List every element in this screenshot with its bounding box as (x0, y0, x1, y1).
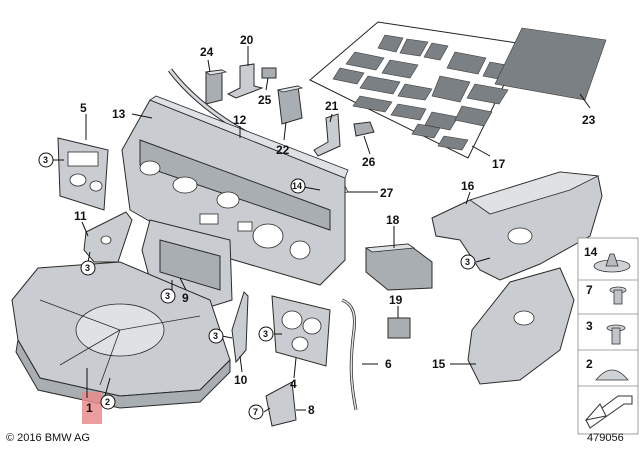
insulation-mat-set[interactable] (309, 21, 525, 159)
panel-5[interactable] (57, 137, 109, 211)
circle-callout-2: 2 (105, 397, 110, 407)
callout-17: 17 (492, 157, 506, 171)
callout-18: 18 (386, 213, 400, 227)
legend-label-2: 2 (586, 357, 593, 371)
cable-6[interactable] (341, 298, 358, 411)
circle-callout-3b: 3 (85, 263, 90, 273)
callout-12: 12 (233, 113, 247, 127)
callout-27: 27 (380, 186, 394, 200)
copyright-notice: © 2016 BMW AG (6, 432, 90, 444)
insulation-15[interactable] (467, 267, 575, 385)
callout-21: 21 (325, 99, 339, 113)
callout-6: 6 (385, 357, 392, 371)
callout-25: 25 (258, 93, 272, 107)
part-number-callouts: 1 4 5 6 8 9 10 11 12 13 15 16 17 18 19 2… (74, 33, 596, 417)
circle-callout-7: 7 (253, 407, 258, 417)
circle-callout-3c: 3 (165, 291, 170, 301)
diagram-id: 479056 (587, 432, 624, 444)
floor-insulation-1[interactable] (11, 261, 231, 409)
callout-20: 20 (240, 33, 254, 47)
circle-callout-14: 14 (292, 181, 302, 191)
callout-11: 11 (74, 209, 87, 223)
insulation-18[interactable] (364, 243, 433, 291)
floor-mat[interactable] (494, 27, 607, 101)
fastener-legend: 14 7 3 2 (577, 237, 639, 435)
callout-16: 16 (461, 179, 475, 193)
pad-26[interactable] (353, 121, 375, 137)
callout-19: 19 (389, 293, 403, 307)
callout-8: 8 (308, 403, 315, 417)
bracket-20[interactable] (226, 63, 264, 99)
pad-19[interactable] (387, 317, 411, 339)
bracket-8[interactable] (265, 381, 297, 427)
callout-10: 10 (234, 373, 248, 387)
callout-1: 1 (86, 401, 93, 415)
callout-22: 22 (276, 143, 290, 157)
selected-part-highlight (82, 392, 102, 424)
callout-26: 26 (362, 155, 376, 169)
callout-24: 24 (200, 45, 214, 59)
circle-callout-3d: 3 (213, 331, 218, 341)
pad-25[interactable] (261, 67, 277, 79)
bracket-11[interactable] (83, 211, 133, 263)
bulkhead-13[interactable] (121, 95, 349, 286)
circle-callout-3e: 3 (263, 329, 268, 339)
callout-9: 9 (182, 291, 189, 305)
circle-callout-3f: 3 (465, 257, 470, 267)
direction-arrow-icon (584, 395, 633, 429)
panel-4[interactable] (271, 295, 331, 367)
callout-13: 13 (112, 107, 126, 121)
pad-24[interactable] (204, 69, 228, 105)
plug-2-icon (595, 369, 629, 381)
circle-callout-3a: 3 (43, 155, 48, 165)
clip-7-icon (609, 286, 627, 305)
circle-callouts: 3 3 3 3 3 3 2 7 14 (38, 152, 476, 420)
insulation-10[interactable] (231, 291, 249, 364)
legend-label-7: 7 (586, 283, 593, 297)
clip-14-icon (593, 253, 631, 273)
callout-15: 15 (432, 357, 446, 371)
legend-label-3: 3 (586, 319, 593, 333)
callout-23: 23 (582, 113, 596, 127)
bracket-21[interactable] (313, 113, 341, 157)
legend-label-14: 14 (584, 245, 598, 259)
pad-22[interactable] (276, 85, 304, 125)
insulation-16[interactable] (431, 171, 603, 281)
clip-3-icon (606, 324, 626, 345)
callout-4: 4 (290, 377, 297, 391)
callout-5: 5 (80, 101, 87, 115)
leader-lines (52, 46, 591, 413)
